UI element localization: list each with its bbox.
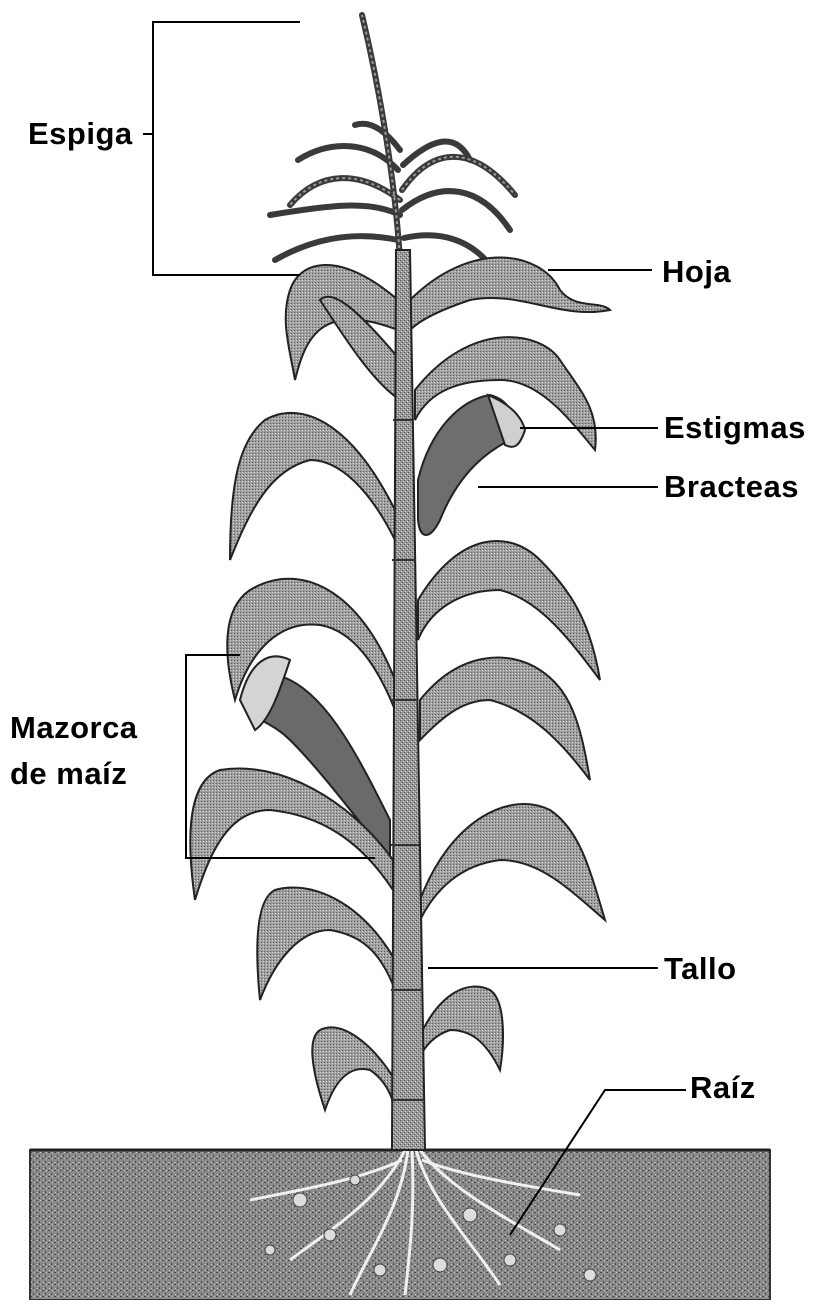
- soil: [30, 1150, 770, 1300]
- tassel-spikelets: [290, 15, 515, 260]
- label-espiga: Espiga: [28, 118, 133, 149]
- label-mazorca-line1: Mazorca: [10, 712, 138, 743]
- label-estigmas: Estigmas: [664, 412, 806, 443]
- label-mazorca-line2: de maíz: [10, 758, 127, 789]
- label-tallo: Tallo: [664, 953, 737, 984]
- tassel: [270, 15, 515, 265]
- label-raiz: Raíz: [690, 1072, 756, 1103]
- label-bracteas: Bracteas: [664, 471, 799, 502]
- espiga-bracket: [153, 22, 300, 275]
- label-hoja: Hoja: [662, 256, 731, 287]
